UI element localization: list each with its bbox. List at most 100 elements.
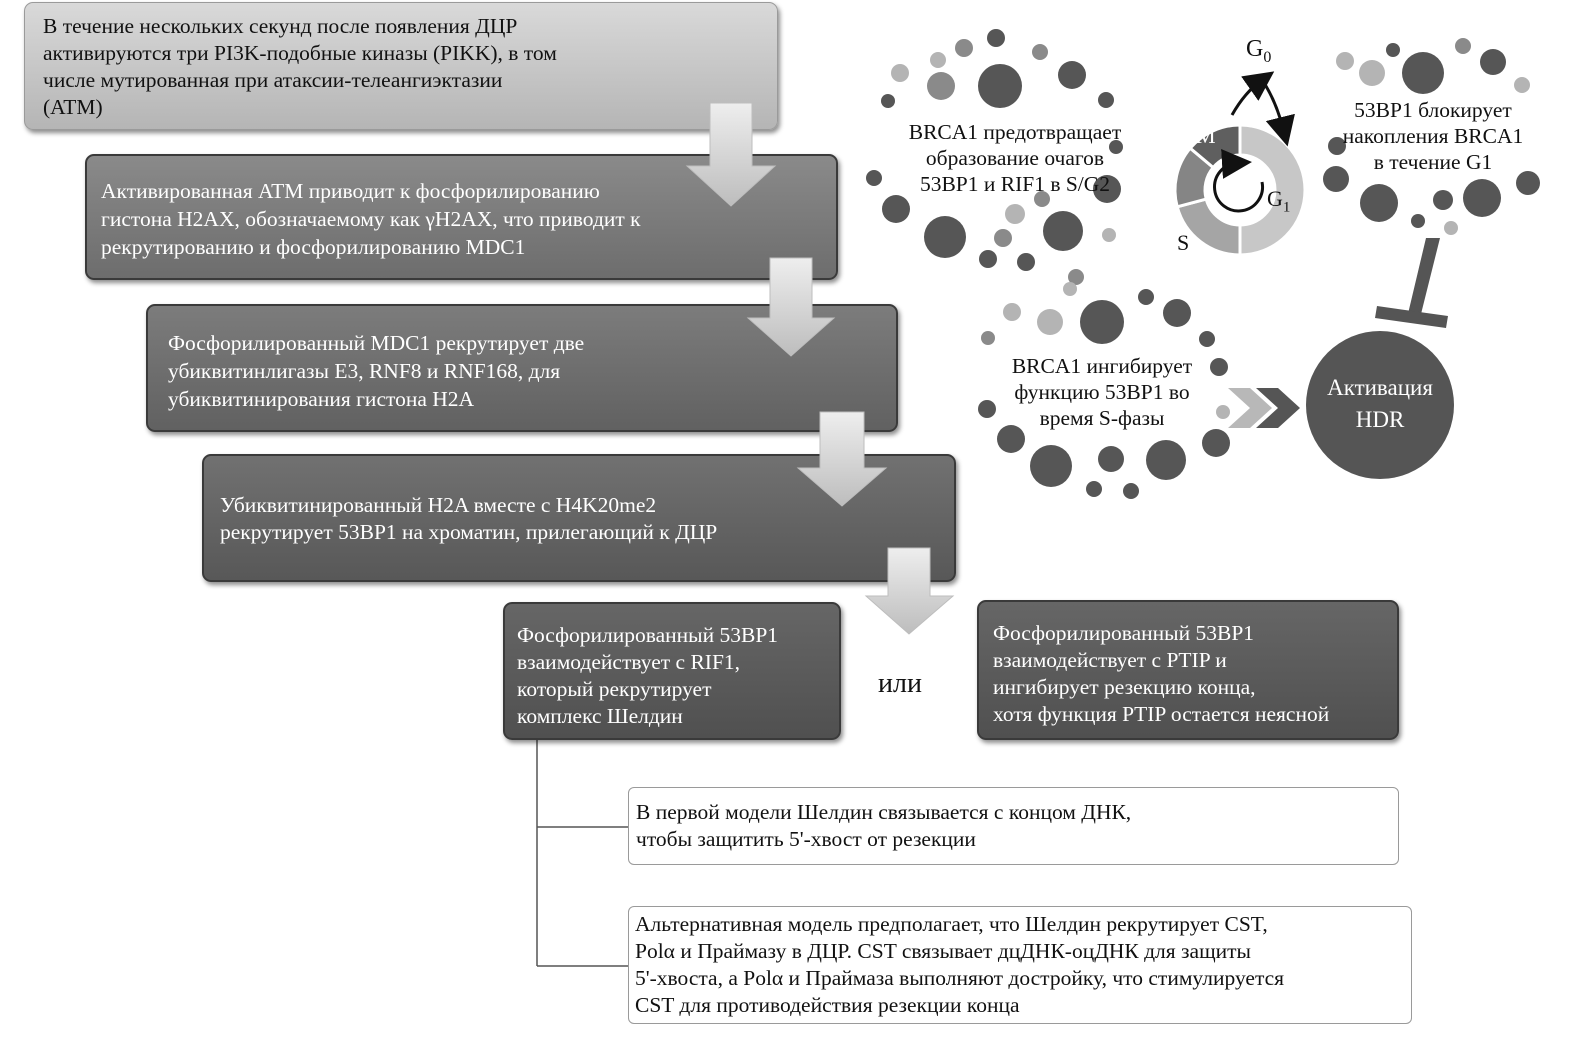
- 53bp1-block-line: в течение G1: [1373, 150, 1493, 174]
- cascade-step-2: Активированная ATM приводит к фосфорилир…: [85, 154, 838, 280]
- model-1-line: В первой модели Шелдин связывается с кон…: [636, 800, 1132, 824]
- nuclear-foci-dots: [866, 29, 1540, 499]
- brca1-prevent-line: BRCA1 предотвращает: [908, 120, 1122, 144]
- phase-label-g1: G1: [1267, 186, 1290, 216]
- focus-dot: [1098, 92, 1114, 108]
- focus-dot: [1514, 77, 1530, 93]
- focus-dot: [1455, 38, 1471, 54]
- cascade-step-3-line: убиквитинлигазы E3, RNF8 и RNF168, для: [168, 359, 561, 383]
- focus-dot: [1516, 171, 1540, 195]
- focus-dot: [1328, 137, 1346, 155]
- focus-dot: [1360, 184, 1398, 222]
- focus-dot: [981, 331, 995, 345]
- focus-dot: [987, 29, 1005, 47]
- model-2-line: CST для противодействия резекции конца: [635, 993, 1020, 1017]
- focus-dot: [866, 170, 882, 186]
- branch-rif1-box: Фосфорилированный 53BP1 взаимодействует …: [503, 602, 841, 740]
- focus-dot: [1005, 204, 1025, 224]
- focus-dot: [1098, 446, 1124, 472]
- branch-rif1-line: Фосфорилированный 53BP1: [517, 623, 779, 647]
- phase-label-g2: G2: [1153, 152, 1176, 182]
- focus-dot: [882, 195, 910, 223]
- focus-dot: [1386, 43, 1400, 57]
- phase-label-m: M: [1196, 123, 1216, 148]
- cascade-step-1-line: числе мутированная при атаксии-телеангиэ…: [43, 68, 503, 92]
- cascade-step-3-line: Фосфорилированный MDC1 рекрутирует две: [168, 331, 585, 355]
- focus-dot: [1017, 253, 1035, 271]
- inhibition-arrow: [1375, 238, 1448, 328]
- focus-dot: [1480, 49, 1506, 75]
- phase-g0-letter: G: [1246, 36, 1264, 62]
- branch-ptip-line: Фосфорилированный 53BP1: [993, 621, 1255, 645]
- cascade-step-4-line: рекрутирует 53BP1 на хроматин, прилегающ…: [220, 520, 718, 544]
- focus-dot: [1102, 228, 1116, 242]
- phase-g1-sub: 1: [1282, 199, 1291, 216]
- brca1-prevent-line: 53BP1 и RIF1 в S/G2: [919, 172, 1111, 196]
- cell-cycle-ring: [1173, 71, 1307, 257]
- focus-dot: [1068, 269, 1084, 285]
- focus-dot: [994, 229, 1012, 247]
- focus-dot: [1138, 289, 1154, 305]
- focus-dot: [1058, 61, 1086, 89]
- focus-dot: [1034, 191, 1050, 207]
- focus-dot: [1123, 483, 1139, 499]
- focus-dot: [1411, 214, 1425, 228]
- focus-dot: [1032, 44, 1048, 60]
- focus-dot: [1210, 358, 1228, 376]
- 53bp1-block-line: накопления BRCA1: [1342, 124, 1524, 148]
- focus-dot: [1216, 405, 1230, 419]
- focus-dot: [1037, 309, 1063, 335]
- focus-dot: [1030, 445, 1072, 487]
- focus-dot: [1003, 303, 1021, 321]
- cascade-step-4-line: Убиквитинированный H2A вместе с H4K20me2: [220, 493, 657, 517]
- model-2-line: Polα и Праймазу в ДЦР. CST связывает дцД…: [635, 939, 1251, 963]
- hdr-line: HDR: [1355, 407, 1405, 432]
- focus-dot: [1163, 299, 1191, 327]
- focus-dot: [1043, 211, 1083, 251]
- phase-label-g0: G0: [1246, 36, 1271, 67]
- focus-dot: [1359, 60, 1385, 86]
- 53bp1-block-line: 53BP1 блокирует: [1354, 98, 1512, 122]
- hdr-line: Активация: [1327, 375, 1433, 400]
- phase-g2-letter: G: [1153, 152, 1169, 177]
- cascade-step-1-line: (ATM): [43, 95, 103, 119]
- cascade-step-3: Фосфорилированный MDC1 рекрутирует две у…: [146, 304, 898, 432]
- model-1-box: В первой модели Шелдин связывается с кон…: [628, 787, 1399, 865]
- focus-dot: [1444, 221, 1458, 235]
- focus-dot: [891, 64, 909, 82]
- focus-dot: [1199, 331, 1215, 347]
- focus-dot: [1433, 190, 1453, 210]
- brca1-prevent-label: BRCA1 предотвращает образование очагов 5…: [885, 119, 1145, 197]
- cascade-step-3-line: убиквитинирования гистона H2A: [168, 387, 475, 411]
- or-label: или: [878, 668, 922, 699]
- cascade-step-1-line: В течение нескольких секунд после появле…: [43, 14, 518, 38]
- focus-dot: [924, 216, 966, 258]
- cascade-step-1: В течение нескольких секунд после появле…: [24, 2, 778, 130]
- cascade-step-2-line: гистона H2AX, обозначаемому как γH2AX, ч…: [101, 207, 641, 231]
- brca1-prevent-line: образование очагов: [925, 146, 1105, 170]
- cascade-step-1-line: активируются три PI3K-подобные киназы (P…: [43, 41, 557, 65]
- focus-dot: [927, 72, 955, 100]
- focus-dot: [1086, 481, 1102, 497]
- phase-g2-sub: 2: [1168, 165, 1177, 182]
- focus-dot: [997, 425, 1025, 453]
- focus-dot: [1109, 140, 1123, 154]
- model-2-line: 5'-хвоста, а Polα и Праймаза выполняют д…: [635, 966, 1285, 990]
- brca1-inhibit-line: время S-фазы: [1039, 406, 1165, 430]
- focus-dot: [881, 94, 895, 108]
- branch-ptip-line: хотя функция PTIP остается неясной: [993, 702, 1330, 726]
- branch-ptip-box: Фосфорилированный 53BP1 взаимодействует …: [977, 600, 1399, 740]
- brca1-inhibit-label: BRCA1 ингибирует функцию 53BP1 во время …: [982, 353, 1222, 431]
- focus-dot: [1463, 179, 1501, 217]
- brca1-inhibit-line: BRCA1 ингибирует: [1011, 354, 1193, 378]
- branch-connector: [536, 740, 628, 967]
- branch-ptip-line: ингибирует резекцию конца,: [993, 675, 1256, 699]
- phase-g0-sub: 0: [1263, 48, 1272, 66]
- branch-rif1-line: взаимодействует с RIF1,: [517, 650, 741, 674]
- double-chevron-arrow: [1228, 388, 1300, 428]
- model-2-box: Альтернативная модель предполагает, что …: [628, 906, 1412, 1024]
- model-2-line: Альтернативная модель предполагает, что …: [635, 912, 1268, 936]
- cascade-step-2-line: рекрутированию и фосфорилированию MDC1: [101, 235, 526, 259]
- hdr-circle: [1306, 331, 1454, 479]
